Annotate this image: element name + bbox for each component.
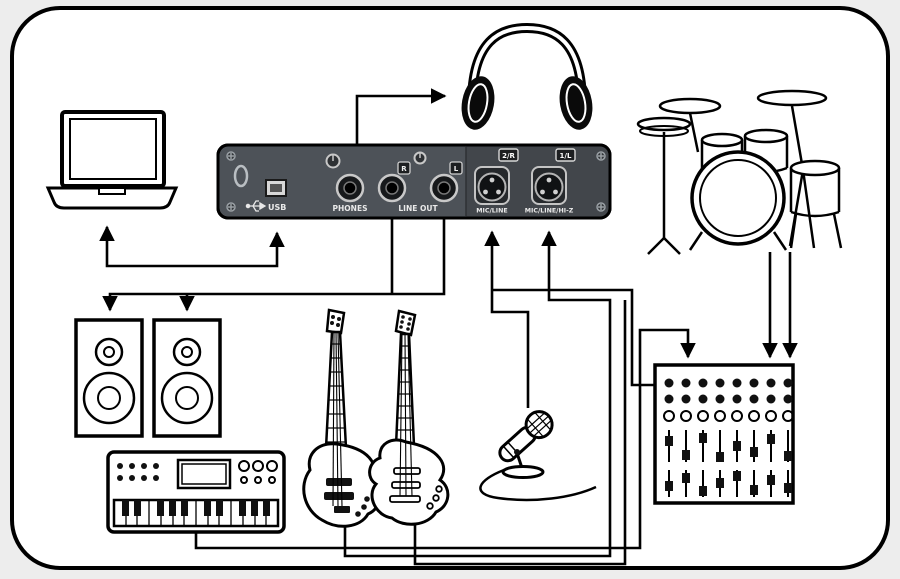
input2-badge: 1/L — [560, 152, 572, 160]
input1-badge: 2/R — [502, 152, 515, 160]
mixer-illustration — [653, 363, 795, 505]
keyboard-illustration — [106, 450, 286, 534]
line-out-label: LINE OUT — [398, 204, 438, 213]
electric-headstock — [394, 309, 417, 337]
phones-label: PHONES — [333, 204, 368, 213]
gain-knobs — [325, 151, 427, 169]
mixer-knob-row-2 — [664, 394, 793, 404]
microphone-illustration — [479, 410, 597, 502]
speaker-left — [74, 318, 144, 438]
mic-stand-base — [501, 465, 545, 479]
mixer-fader-row-2 — [665, 470, 792, 497]
speaker-right — [152, 318, 222, 438]
usb-port: USB — [245, 179, 287, 212]
mixer-knob-row-1 — [664, 378, 793, 388]
usb-label: USB — [268, 203, 286, 212]
panel-screws — [226, 151, 606, 212]
cable-bass-to-input2 — [343, 230, 612, 558]
phones-jack: PHONES — [333, 173, 368, 213]
ride-cymbal — [756, 89, 828, 107]
keyboard-buttons — [117, 463, 159, 481]
bass-guitar-illustration — [302, 308, 382, 528]
mic-body — [498, 410, 554, 463]
cables — [99, 88, 798, 566]
usb-trident-icon — [245, 200, 267, 212]
keyboard-knobs — [238, 460, 278, 484]
input1-label: MIC/LINE — [476, 208, 507, 215]
combo-jack-input1: 2/R MIC/LINE — [474, 148, 519, 215]
input2-label: MIC/LINE/HI-Z — [525, 208, 574, 215]
laptop-illustration — [45, 110, 179, 210]
headphones-illustration — [461, 22, 593, 130]
laptop-trackpad-notch — [98, 187, 126, 195]
crash-cymbal — [658, 97, 722, 115]
cable-mic-to-input1 — [484, 230, 530, 408]
line-out-badge-l: L — [454, 165, 459, 173]
cable-mixer-to-input1 — [492, 288, 655, 387]
cable-phones-to-headphones — [355, 88, 447, 145]
floor-tom — [789, 159, 843, 249]
keyboard-keys — [112, 498, 280, 528]
bass-headstock — [325, 308, 346, 335]
line-out-badge-r: R — [401, 165, 407, 173]
line-out-jacks: R L LINE OUT — [377, 161, 463, 213]
lock-slot-icon — [233, 164, 249, 188]
audio-interface: USB PHONES R L LINE OUT — [216, 143, 612, 220]
cable-laptop-to-usb — [99, 225, 285, 268]
combo-jack-input2: 1/L MIC/LINE/HI-Z — [525, 148, 576, 215]
drum-kit-illustration — [636, 89, 843, 255]
cable-keyboard-to-mixer — [194, 328, 696, 550]
bass-drum — [688, 150, 788, 251]
mixer-knob-row-3 — [663, 410, 794, 422]
mic-cable — [479, 468, 597, 502]
cable-lineout-to-speaker-left — [102, 218, 446, 312]
electric-guitar-illustration — [368, 309, 450, 526]
cable-electric-to-input2 — [413, 300, 627, 566]
mixer-fader-row-1 — [665, 430, 792, 462]
